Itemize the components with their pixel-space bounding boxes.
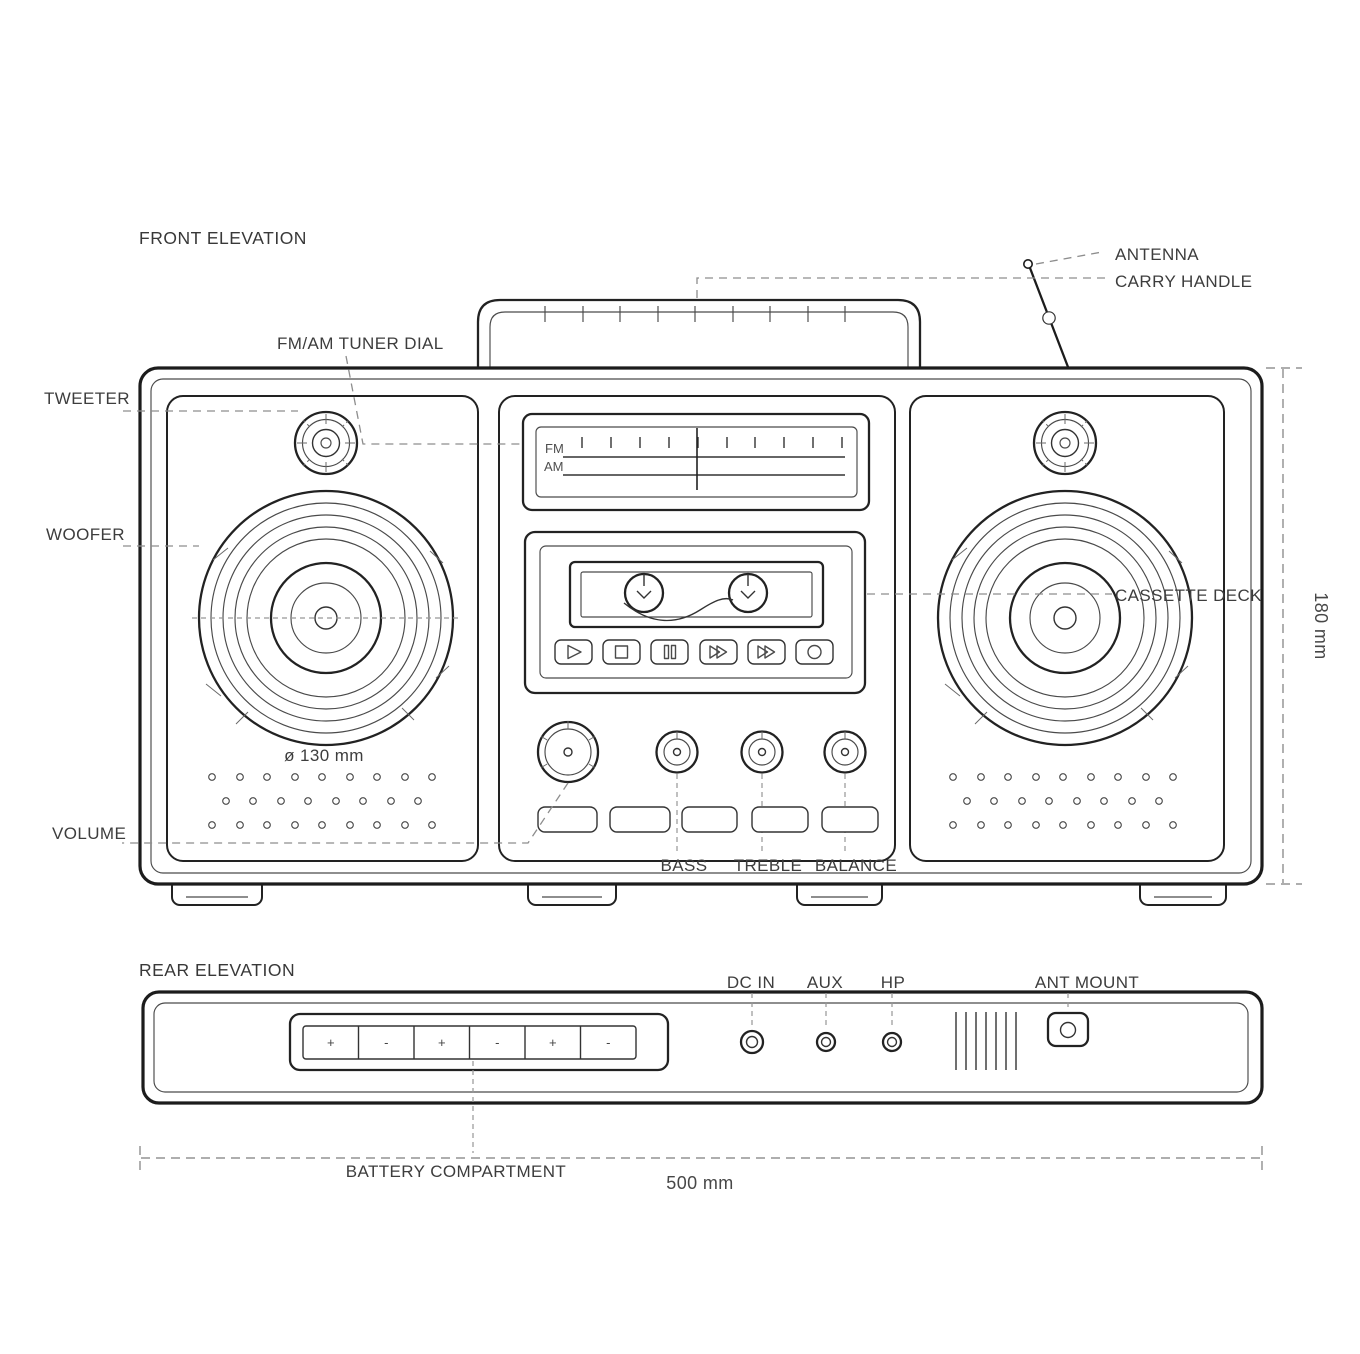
- battery-cell-polarity: +: [327, 1035, 335, 1050]
- balance-knob: [823, 730, 867, 774]
- width-dimension-text: 500 mm: [666, 1173, 733, 1193]
- height-dimension: 180 mm: [1266, 367, 1331, 885]
- woofer-left: [192, 489, 460, 747]
- bass-label: BASS: [661, 856, 708, 875]
- tuner-scale-ticks: [581, 437, 843, 448]
- woofer-label: WOOFER: [46, 525, 125, 544]
- battery-compartment: + - + - + -: [288, 1012, 670, 1072]
- volume-label: VOLUME: [52, 824, 126, 843]
- pause-icon: [663, 644, 677, 660]
- rear-elevation-title: REAR ELEVATION: [139, 960, 295, 980]
- handle-grip-ticks: [544, 306, 846, 322]
- preset-button: [537, 806, 598, 833]
- record-button: [795, 639, 834, 665]
- volume-knob: [536, 720, 600, 784]
- front-callouts: TWEETER WOOFER VOLUME FM/AM TUNER DIAL A…: [44, 245, 1262, 875]
- width-dimension: 500 mm: [139, 1146, 1263, 1193]
- dc-in-label: DC IN: [727, 973, 775, 992]
- battery-cell-polarity: -: [384, 1035, 388, 1050]
- pause-button: [650, 639, 689, 665]
- battery-cell-polarity: -: [495, 1035, 499, 1050]
- battery-cell-polarity: +: [549, 1035, 557, 1050]
- battery-cell-polarity: +: [438, 1035, 446, 1050]
- transport-buttons: [554, 639, 834, 665]
- tuner-dial-label: FM/AM TUNER DIAL: [277, 334, 444, 353]
- stop-button: [602, 639, 641, 665]
- center-control-panel: FM AM: [498, 395, 896, 862]
- cassette-reel-left: [623, 572, 665, 614]
- double-arrow-icon: [709, 645, 728, 659]
- cassette-deck-label: CASSETTE DECK: [1115, 586, 1262, 605]
- treble-knob: [740, 730, 784, 774]
- record-icon: [807, 644, 822, 660]
- front-elevation: FRONT ELEVATION: [44, 228, 1331, 906]
- dc-in-jack: [739, 1029, 765, 1055]
- carry-handle: [476, 298, 922, 370]
- antenna-mount: [1046, 1011, 1090, 1048]
- balance-label: BALANCE: [815, 856, 897, 875]
- speaker-grille-left: [208, 773, 436, 829]
- carry-handle-label: CARRY HANDLE: [1115, 272, 1252, 291]
- tape-path: [623, 597, 734, 622]
- stop-icon: [614, 645, 629, 659]
- battery-compartment-label: BATTERY COMPARTMENT: [346, 1162, 566, 1181]
- cassette-reel-right: [727, 572, 769, 614]
- rear-body-outline: [141, 990, 1264, 1105]
- tweeter-label: TWEETER: [44, 389, 130, 408]
- antenna-joint: [1042, 311, 1056, 325]
- tuner-fm-label: FM: [545, 441, 564, 456]
- double-arrow-icon: [757, 645, 776, 659]
- ant-mount-label: ANT MOUNT: [1035, 973, 1139, 992]
- antenna: [1022, 258, 1070, 368]
- tuner-dial: FM AM: [521, 412, 871, 512]
- preset-button: [821, 806, 879, 833]
- front-elevation-title: FRONT ELEVATION: [139, 228, 307, 248]
- treble-label: TREBLE: [734, 856, 803, 875]
- preset-button: [681, 806, 738, 833]
- cassette-deck: [523, 530, 867, 695]
- aux-label: AUX: [807, 973, 843, 992]
- fast-forward-button: [747, 639, 786, 665]
- rewind-button: [699, 639, 738, 665]
- woofer-diameter-label: ø 130 mm: [284, 746, 364, 765]
- antenna-label: ANTENNA: [1115, 245, 1199, 264]
- tweeter-right: [1032, 410, 1098, 476]
- front-body-inner-outline: [150, 378, 1252, 874]
- preset-buttons: [537, 806, 879, 833]
- tweeter-left: [293, 410, 359, 476]
- rear-elevation: REAR ELEVATION + - + - + -: [139, 960, 1264, 1193]
- play-icon: [567, 644, 582, 660]
- rear-body-inner-outline: [153, 1002, 1249, 1093]
- play-button: [554, 639, 593, 665]
- speaker-grille-right: [949, 773, 1177, 829]
- bass-knob: [655, 730, 699, 774]
- tuner-am-label: AM: [544, 459, 564, 474]
- battery-cell-polarity: -: [606, 1035, 610, 1050]
- antenna-tip: [1022, 258, 1033, 269]
- rear-callouts: DC IN AUX HP ANT MOUNT BATTERY COMPARTME…: [346, 973, 1139, 1181]
- left-speaker-panel: ø 130 mm: [166, 395, 479, 862]
- rear-vent-slots: [955, 1012, 1017, 1070]
- right-speaker-panel: [909, 395, 1225, 862]
- preset-button: [751, 806, 809, 833]
- cassette-window: [568, 560, 825, 629]
- headphone-jack: [881, 1031, 903, 1053]
- preset-button: [609, 806, 671, 833]
- aux-jack: [815, 1031, 837, 1053]
- woofer-right: [936, 489, 1194, 747]
- height-dimension-text: 180 mm: [1311, 592, 1331, 659]
- hp-label: HP: [881, 973, 905, 992]
